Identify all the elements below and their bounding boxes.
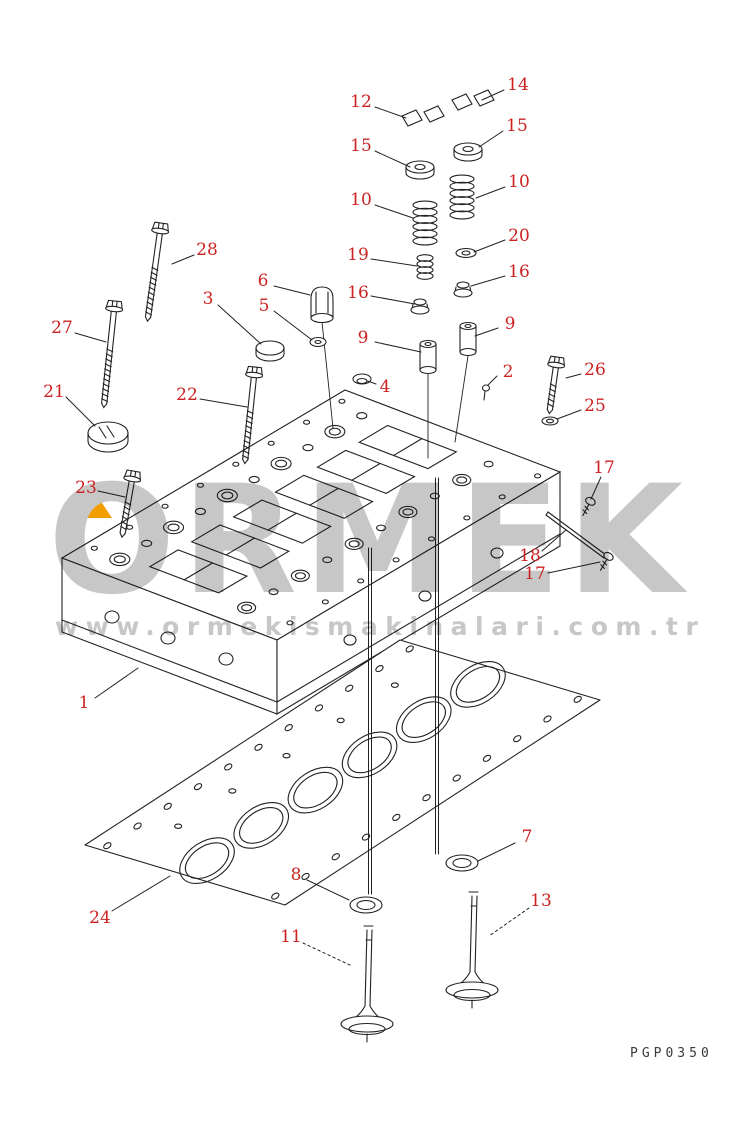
valve-13: [445, 891, 499, 1009]
callout-leader-14: [481, 89, 505, 101]
callout-leader-15: [374, 150, 411, 168]
plug-3: [255, 340, 285, 362]
valve-spring-10-right: [449, 174, 475, 220]
valve-collet-12: [401, 105, 445, 127]
callout-leader-9: [374, 341, 422, 353]
bolt-27: [101, 299, 124, 409]
callout-leader-16: [370, 295, 416, 305]
callout-leader-9: [474, 327, 499, 337]
callout-leader-20: [473, 239, 506, 253]
callout-leader-6: [273, 285, 311, 296]
washer-25: [541, 416, 559, 426]
callout-leader-2: [487, 375, 498, 386]
callout-leader-25: [556, 409, 582, 420]
disc-5: [309, 336, 327, 348]
callout-leader-7: [477, 842, 516, 862]
plug-4: [352, 373, 372, 385]
callout-leader-8: [306, 879, 350, 901]
callout-leader-19: [370, 258, 418, 267]
cap-6: [310, 286, 334, 324]
callout-leader-5: [273, 310, 313, 341]
callout-leader-21: [65, 396, 96, 427]
callout-leader-11: [302, 942, 353, 967]
callout-leader-17: [590, 476, 602, 500]
drawing-code: PGP0350: [630, 1046, 713, 1061]
callout-leader-13: [488, 907, 530, 937]
callout-leader-16: [470, 275, 506, 287]
callout-leader-4: [367, 380, 377, 385]
gasket-holes: [103, 645, 582, 900]
valve-collet-14: [451, 89, 495, 111]
callout-leader-15: [478, 130, 504, 148]
callout-leader-lines: [65, 89, 602, 967]
callout-leader-10: [374, 204, 414, 219]
callout-leader-24: [111, 875, 171, 912]
bolt-26: [546, 355, 566, 415]
callout-leader-26: [565, 373, 582, 379]
valve-stem-lines: [368, 477, 439, 895]
head-gasket: [84, 639, 601, 906]
head-machined-holes: [90, 398, 542, 626]
head-bolts: [101, 221, 566, 539]
valve-spring-10-left: [412, 200, 438, 246]
spring-seat-20: [455, 247, 477, 259]
callout-leader-28: [171, 254, 195, 265]
callout-leader-3: [217, 304, 262, 345]
callout-leader-12: [374, 106, 407, 119]
valve-seal-16-left: [410, 298, 430, 315]
pin-2: [481, 384, 491, 401]
valve-seal-7: [445, 854, 479, 872]
bolt-23: [119, 469, 142, 539]
spring-retainer-15-right: [453, 142, 483, 162]
callout-leader-17: [547, 561, 601, 574]
valve-seal-8: [349, 896, 383, 914]
screw-17-upper: [582, 496, 596, 517]
bolt-28: [144, 221, 170, 323]
valve-springs: [412, 174, 475, 280]
callout-leader-27: [74, 332, 107, 343]
valve-guide-9-right: [459, 321, 477, 357]
bolt-22: [241, 365, 264, 465]
valve-11: [340, 925, 394, 1043]
callout-leader-22: [199, 398, 248, 408]
callout-leader-18: [541, 529, 567, 552]
callout-leader-1: [94, 667, 139, 699]
screw-17-lower: [599, 551, 614, 571]
plug-21: [87, 421, 129, 453]
callout-leader-23: [97, 490, 126, 498]
valve-guide-9-left: [419, 339, 437, 375]
valve-seal-16-right: [453, 281, 473, 298]
spring-19: [416, 254, 434, 280]
spring-retainer-15-left: [405, 160, 435, 180]
callout-leader-10: [475, 186, 506, 199]
